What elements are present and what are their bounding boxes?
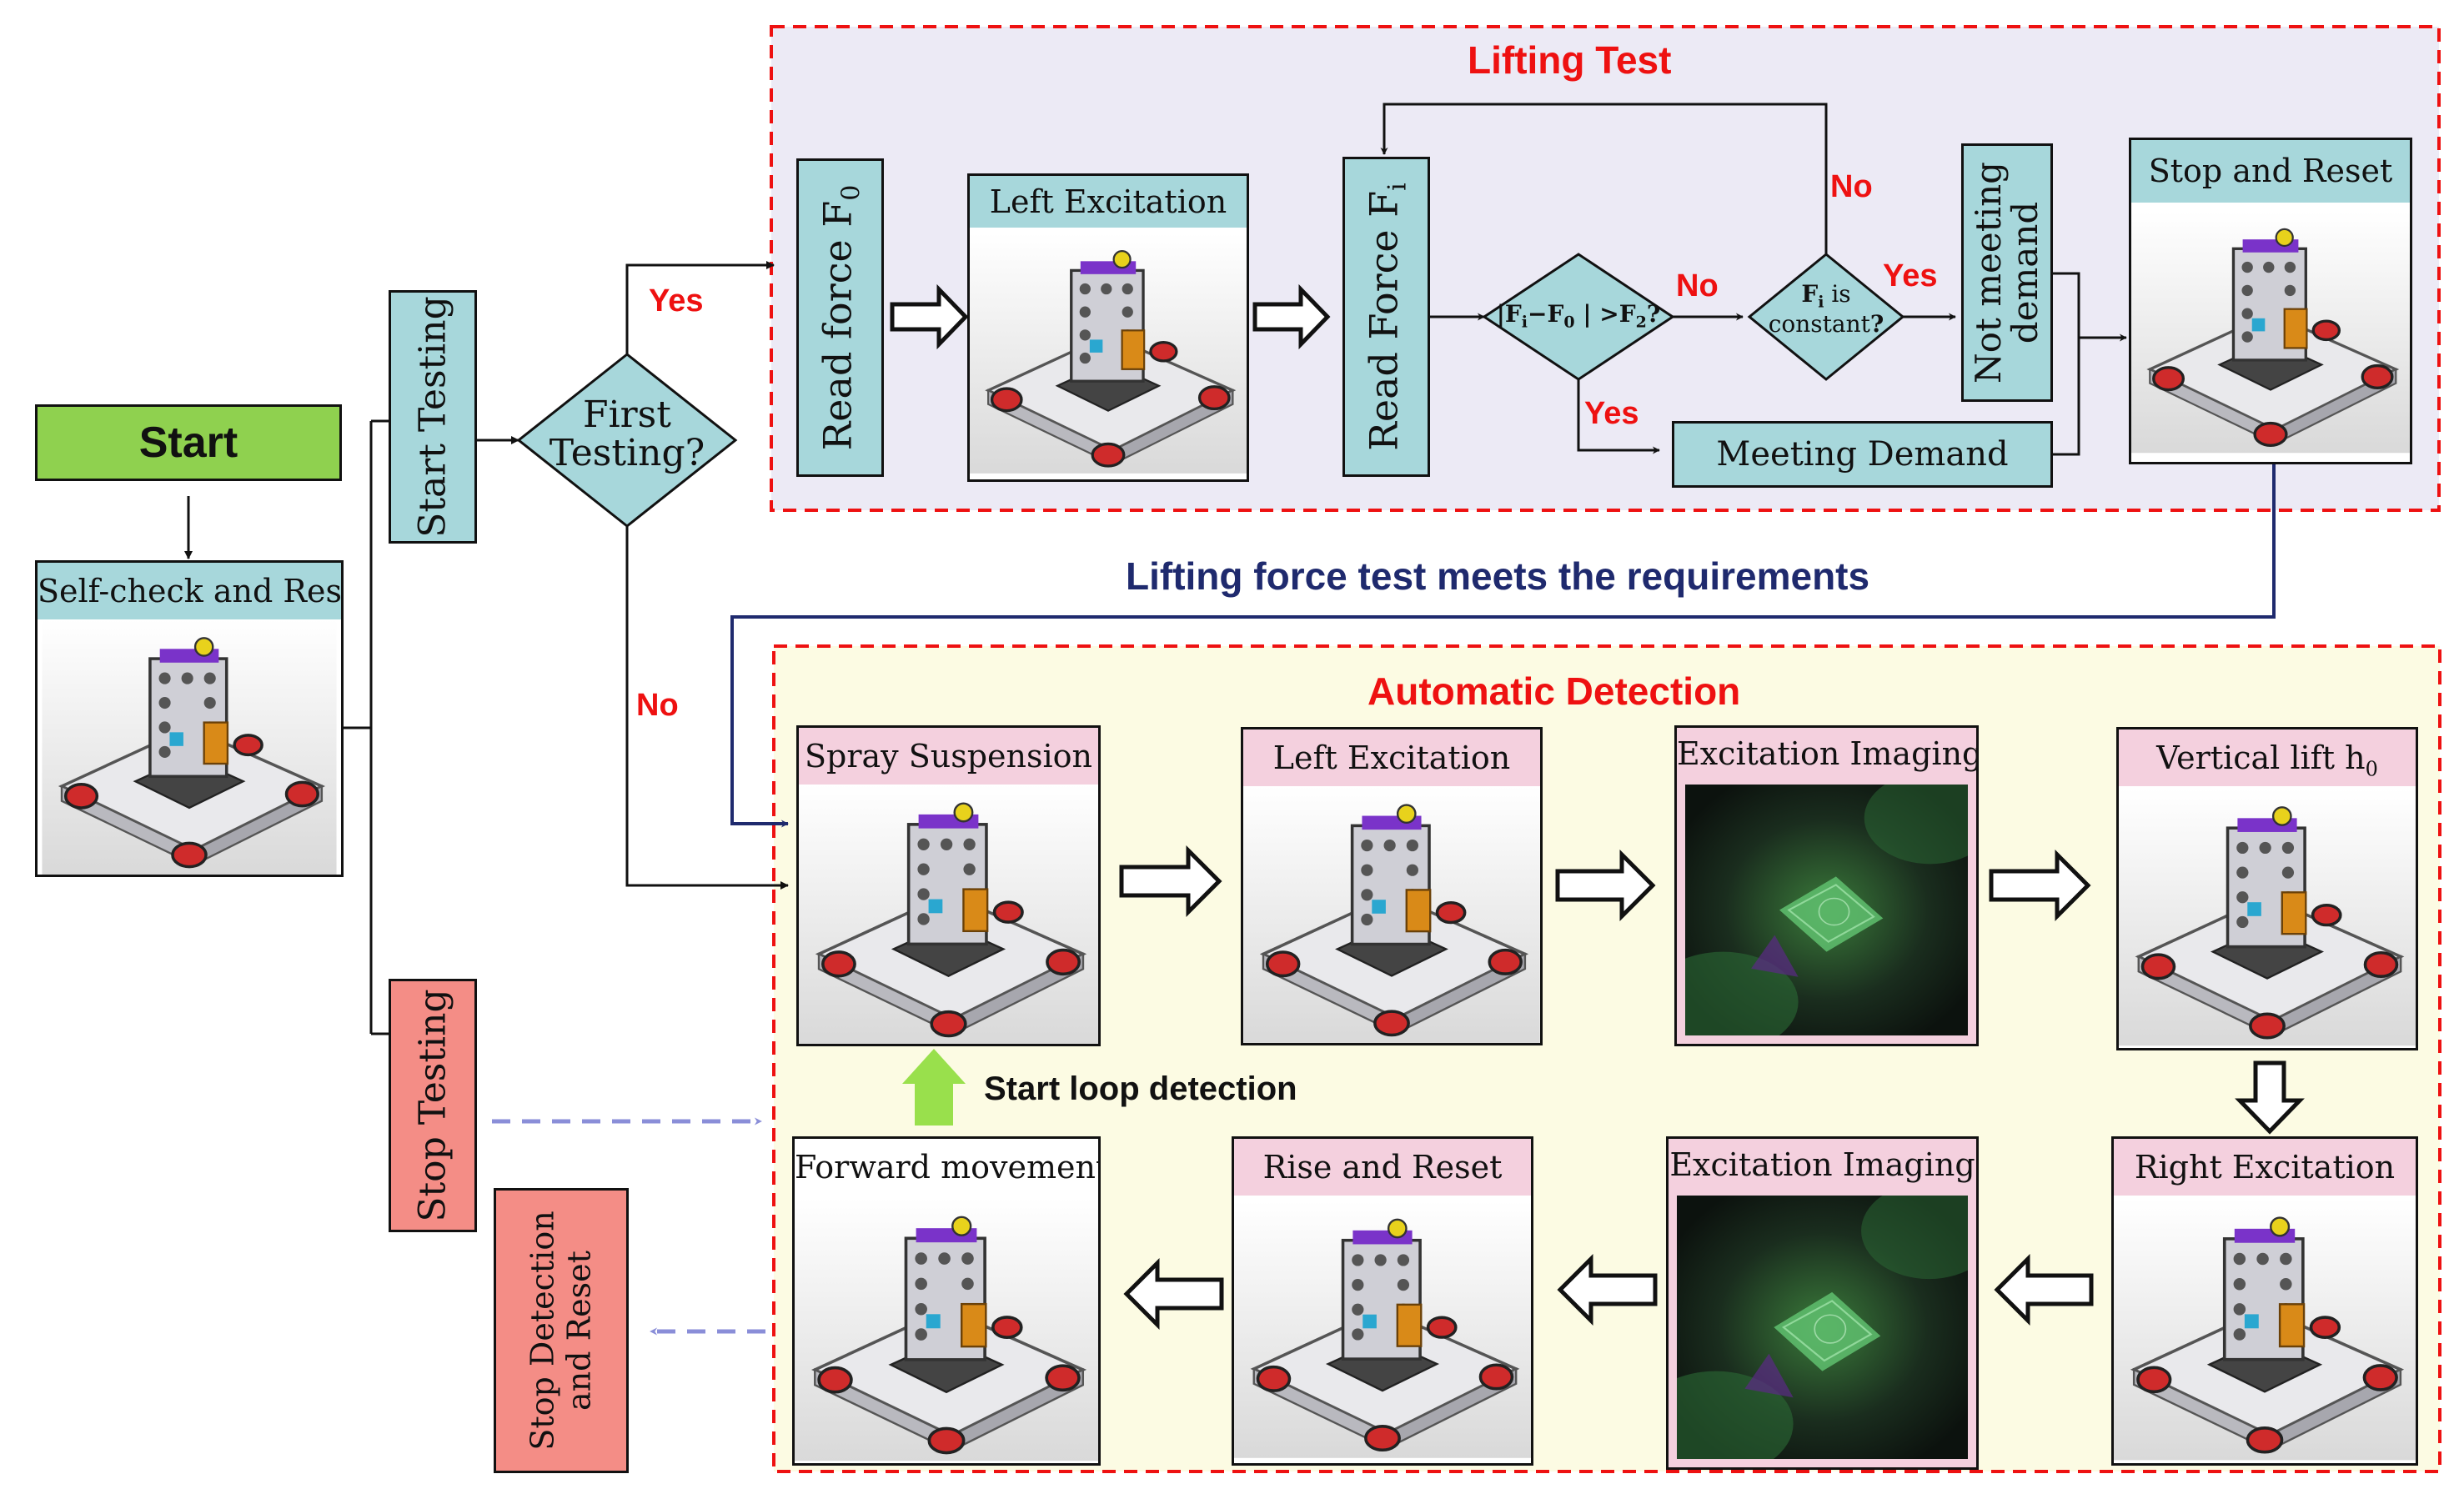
hollow-arrow-right-icon [890,283,969,350]
constant-no-label: No [1830,169,1873,204]
stop-testing-node: Stop Testing [389,979,477,1232]
right-excitation-node: Right Excitation [2111,1136,2418,1466]
self-check-node: Self-check and Reset [35,560,344,877]
not-meeting-demand-node: Not meeting demand [1961,143,2053,402]
first-testing-text: First Testing? [549,394,705,475]
start-testing-node: Start Testing [389,290,477,544]
robot-render-icon [2131,203,2410,462]
constant-yes-label: Yes [1883,258,1938,293]
first-testing-no-label: No [636,688,679,723]
detection-left-excitation-node: Left Excitation [1241,727,1543,1045]
condition-yes-label: Yes [1584,396,1639,431]
read-force-fi-node: Read Force Fi [1342,157,1430,477]
robot-render-icon [799,785,1098,1044]
lifting-left-excitation-node: Left Excitation [967,173,1249,482]
start-loop-label: Start loop detection [984,1070,1297,1107]
meeting-demand-node: Meeting Demand [1672,421,2053,488]
lifting-connector-label: Lifting force test meets the requirement… [1126,554,1870,598]
rise-reset-node: Rise and Reset [1232,1136,1533,1466]
robot-render-icon [2114,1196,2416,1463]
robot-render-icon [795,1196,1098,1463]
robot-render-icon [1243,786,1540,1043]
hollow-arrow-down-icon [2235,1060,2305,1135]
force-constant-diamond [1747,253,1905,381]
automatic-detection-title: Automatic Detection [1367,669,1741,713]
excitation-imaging-bottom-node: Excitation Imaging [1666,1136,1979,1470]
vertical-lift-node: Vertical lift h0 [2116,727,2418,1050]
green-up-arrow-icon [902,1049,966,1126]
force-constant-text: Fi is constant? [1768,280,1884,338]
excitation-image-icon [1677,1196,1968,1459]
hollow-arrow-left-icon [1994,1253,2094,1326]
lifting-stop-reset-node: Stop and Reset [2129,138,2412,464]
stop-detection-node: Stop Detection and Reset [494,1188,629,1473]
hollow-arrow-right-icon [1119,845,1222,918]
hollow-arrow-right-icon [1989,849,2091,922]
robot-render-icon [2119,786,2416,1048]
robot-render-icon [1234,1196,1531,1463]
excitation-image-icon [1685,785,1968,1035]
lifting-test-title: Lifting Test [1468,38,1672,82]
robot-render-icon [970,228,1247,479]
hollow-arrow-left-icon [1557,1253,1658,1326]
first-testing-diamond [516,353,738,528]
force-condition-diamond [1482,253,1675,381]
hollow-arrow-left-icon [1123,1257,1224,1331]
excitation-imaging-top-node: Excitation Imaging [1674,725,1979,1046]
forward-movement-node: Forward movement [792,1136,1101,1466]
start-node: Start [35,404,342,481]
spray-suspension-node: Spray Suspension [796,725,1101,1046]
robot-render-icon [38,619,341,875]
first-testing-yes-label: Yes [649,283,704,318]
condition-no-label: No [1676,268,1719,303]
read-force-f0-node: Read force F0 [796,158,884,477]
hollow-arrow-right-icon [1555,849,1656,922]
hollow-arrow-right-icon [1252,283,1331,350]
force-condition-text: |Fi−F0 | >F2? [1496,300,1661,332]
